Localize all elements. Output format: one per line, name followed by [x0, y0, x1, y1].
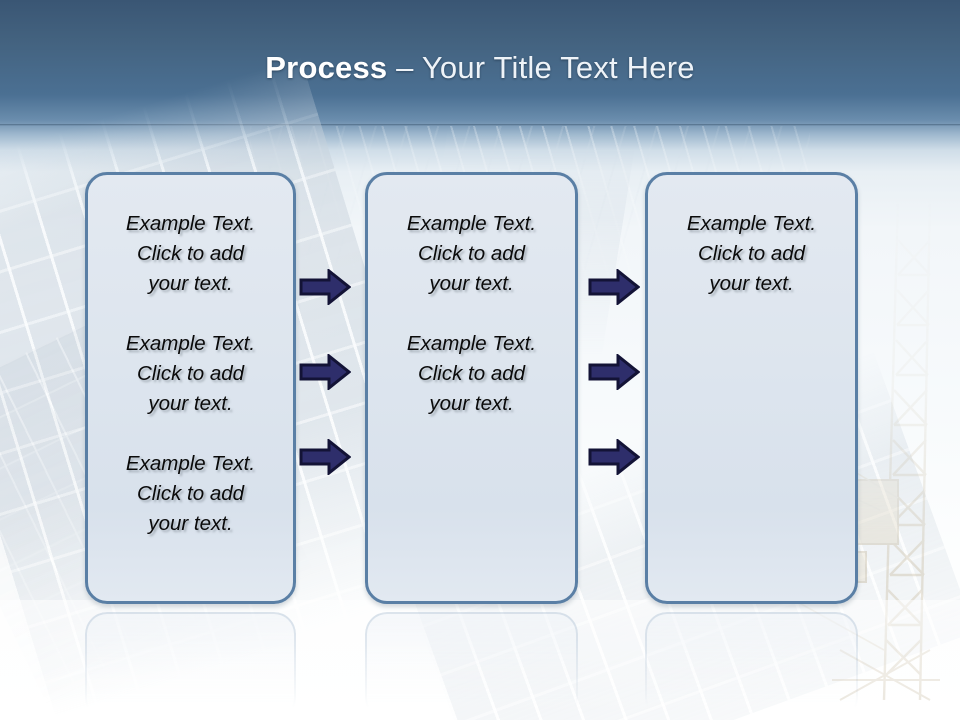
right-block-arrow-icon[interactable]: [588, 269, 640, 305]
process-text-block[interactable]: Example Text. Click to add your text.: [125, 332, 256, 415]
slide-title-rest: Your Title Text Here: [421, 50, 695, 85]
right-block-arrow-icon[interactable]: [299, 269, 351, 305]
process-box-2[interactable]: Example Text. Click to add your text. Ex…: [365, 172, 578, 604]
right-block-arrow-icon[interactable]: [299, 439, 351, 475]
slide-title-strong: Process: [265, 50, 388, 85]
header-band-divider: [0, 124, 960, 126]
process-box-1[interactable]: Example Text. Click to add your text. Ex…: [85, 172, 296, 604]
process-box-3-body: Example Text. Click to add your text.: [656, 209, 847, 299]
box-reflection-1: [85, 612, 296, 720]
process-box-1-body: Example Text. Click to add your text. Ex…: [96, 209, 285, 539]
process-text-block[interactable]: Example Text. Click to add your text.: [125, 452, 256, 535]
box-reflection-2: [365, 612, 578, 720]
process-box-2-body: Example Text. Click to add your text. Ex…: [376, 209, 567, 419]
process-text-block[interactable]: Example Text. Click to add your text.: [686, 212, 817, 295]
process-box-3[interactable]: Example Text. Click to add your text.: [645, 172, 858, 604]
slide-title-dash: –: [387, 50, 422, 85]
slide-title: Process – Your Title Text Here: [0, 50, 960, 86]
right-block-arrow-icon[interactable]: [588, 354, 640, 390]
box-reflection-3: [645, 612, 858, 720]
right-block-arrow-icon[interactable]: [588, 439, 640, 475]
process-text-block[interactable]: Example Text. Click to add your text.: [125, 212, 256, 295]
right-block-arrow-icon[interactable]: [299, 354, 351, 390]
process-text-block[interactable]: Example Text. Click to add your text.: [406, 332, 537, 415]
process-text-block[interactable]: Example Text. Click to add your text.: [406, 212, 537, 295]
